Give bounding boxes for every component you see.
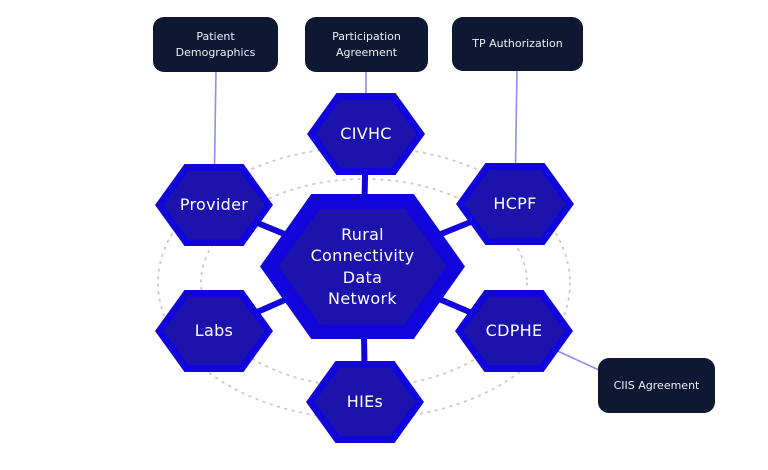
node-label: CDPHE bbox=[485, 321, 543, 341]
annotation-participation-agreement: Participation Agreement bbox=[305, 17, 428, 72]
annotation-label: Participation Agreement bbox=[332, 29, 401, 59]
node-label: HCPF bbox=[493, 194, 537, 214]
annotation-patient-demographics: Patient Demographics bbox=[153, 17, 278, 72]
node-provider: Provider bbox=[155, 164, 273, 246]
hexagon-inner-fill bbox=[315, 99, 417, 169]
node-label: HIEs bbox=[346, 392, 384, 412]
node-label: Provider bbox=[179, 195, 249, 215]
node-label: Labs bbox=[194, 321, 234, 341]
center-node-label: Rural Connectivity Data Network bbox=[310, 225, 415, 308]
annotation-ciis-agreement: CIIS Agreement bbox=[598, 358, 715, 413]
annotation-label: Patient Demographics bbox=[175, 29, 256, 59]
hexagon-inner-fill bbox=[163, 296, 265, 366]
node-label: CIVHC bbox=[340, 124, 392, 144]
annotation-label: TP Authorization bbox=[472, 37, 563, 51]
annotation-label: CIIS Agreement bbox=[613, 378, 700, 392]
annotation-tp-authorization: TP Authorization bbox=[452, 17, 583, 71]
hexagon-inner-fill bbox=[314, 367, 416, 437]
